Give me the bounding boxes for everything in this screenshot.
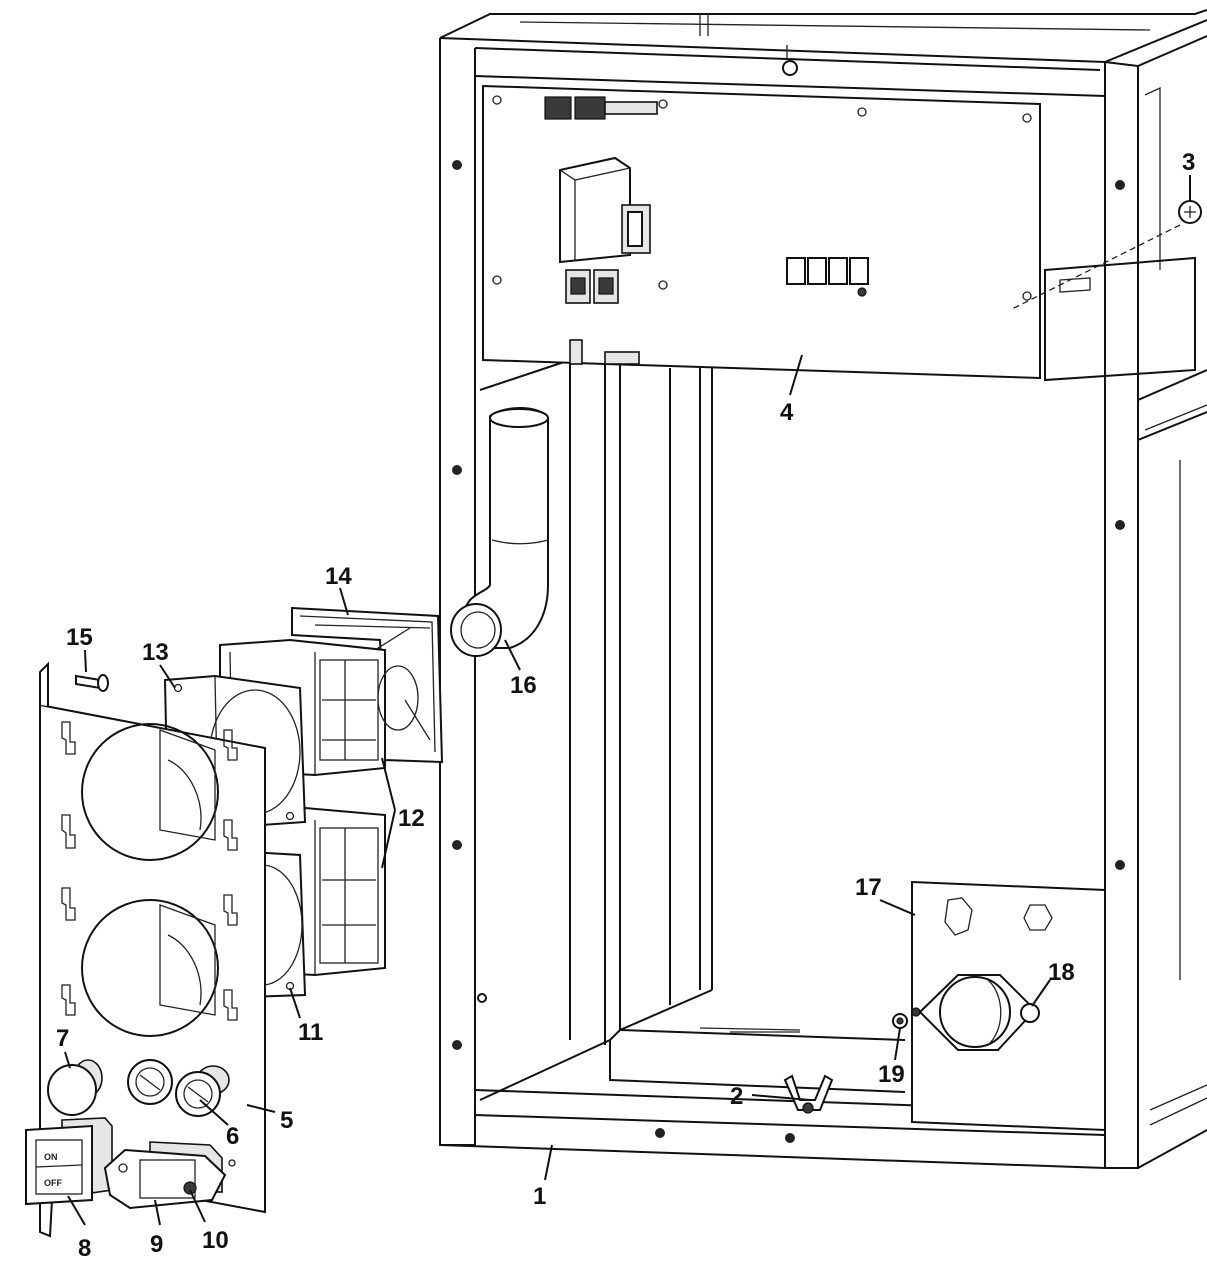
callout-8: 8 — [78, 1235, 91, 1262]
callout-3: 3 — [1182, 149, 1195, 176]
callout-6: 6 — [226, 1123, 239, 1150]
callout-4: 4 — [780, 399, 794, 426]
callout-5: 5 — [280, 1107, 293, 1134]
callout-10: 10 — [202, 1227, 229, 1254]
callout-9: 9 — [150, 1231, 163, 1258]
power-switch-8: ON OFF — [25, 1117, 113, 1206]
callout-11: 11 — [298, 1019, 323, 1046]
callout-18: 18 — [1048, 959, 1075, 986]
interior-channels — [479, 359, 906, 1101]
grommet-18 — [918, 974, 1040, 1051]
hose-16 — [450, 407, 549, 657]
callout-14: 14 — [325, 563, 352, 590]
clip-2 — [783, 1074, 834, 1114]
screw-3 — [1009, 200, 1202, 311]
callout-15: 15 — [66, 624, 93, 651]
callout-12: 12 — [398, 805, 425, 832]
control-board — [482, 84, 1041, 380]
indicator-lamp-7 — [47, 1059, 103, 1116]
callout-17: 17 — [855, 874, 882, 901]
callout-13: 13 — [142, 639, 169, 666]
callout-labels: 1 2 3 4 5 6 7 8 9 10 11 12 13 14 15 16 1… — [56, 149, 1195, 1262]
screw-15 — [75, 674, 109, 692]
callout-16: 16 — [510, 672, 537, 699]
callout-7: 7 — [56, 1025, 69, 1052]
switch-on-label: ON — [44, 1152, 58, 1162]
callout-2: 2 — [730, 1083, 743, 1110]
leader-lines — [64, 175, 1191, 1226]
cabinet-frame — [439, 9, 1207, 1169]
callout-19: 19 — [878, 1061, 905, 1088]
bushing-19 — [892, 1013, 908, 1029]
callout-1: 1 — [533, 1183, 546, 1210]
fuse-holders-6 — [127, 1059, 230, 1117]
switch-off-label: OFF — [44, 1178, 62, 1188]
power-inlet-9 — [103, 1141, 236, 1210]
